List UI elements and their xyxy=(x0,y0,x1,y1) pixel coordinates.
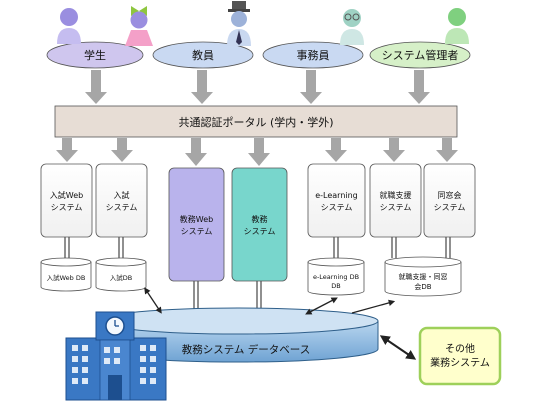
school-building-icon xyxy=(65,311,167,401)
teacher-icon xyxy=(227,1,251,46)
user-student-label: 学生 xyxy=(84,48,106,62)
system-shushoku: 就職支援 システム xyxy=(369,163,422,238)
db-elearning: e-Learning DB DB xyxy=(307,257,365,296)
db-sync-arrows xyxy=(144,287,417,360)
system-label: 就職支援 xyxy=(380,190,412,200)
system-label: システム xyxy=(321,203,353,212)
db-shushoku-dosokai: 就職支援・同窓 会DB xyxy=(384,256,462,297)
main-database: 教務システム データベース xyxy=(97,307,379,363)
admin-icon xyxy=(445,8,469,44)
user-admin-label: システム管理者 xyxy=(382,48,459,62)
system-label: システム xyxy=(51,203,83,212)
other-line1: その他 xyxy=(445,342,475,355)
system-label: システム xyxy=(244,227,276,236)
system-label: 教務Web xyxy=(180,214,213,224)
system-kyomu: 教務 システム xyxy=(231,167,288,282)
system-elearning: e-Learning システム xyxy=(307,163,366,238)
system-nyushi: 入試 システム xyxy=(95,163,148,238)
db-label: 入試DB xyxy=(110,273,132,282)
user-to-portal-arrows xyxy=(85,70,430,104)
other-line2: 業務システム xyxy=(430,356,490,369)
user-teacher-label: 教員 xyxy=(192,49,214,62)
clerk-icon xyxy=(340,9,364,45)
user-clerk: 事務員 xyxy=(262,41,364,69)
user-teacher: 教員 xyxy=(152,41,254,69)
main-db-label: 教務システム データベース xyxy=(182,343,311,356)
db-label: DB xyxy=(331,282,340,290)
db-label: e-Learning DB xyxy=(313,273,359,281)
system-label: システム xyxy=(106,203,138,212)
db-nyushi: 入試DB xyxy=(95,257,147,292)
system-label: 教務 xyxy=(252,214,268,224)
db-label: 入試Web DB xyxy=(47,273,86,282)
system-label: 入試 xyxy=(114,190,130,200)
user-admin: システム管理者 xyxy=(369,41,471,69)
db-nyushi-web: 入試Web DB xyxy=(40,257,92,292)
system-label: システム xyxy=(181,227,213,236)
female-student-icon xyxy=(125,6,153,46)
student-icon xyxy=(57,8,81,44)
system-dosokai: 同窓会 システム xyxy=(423,163,476,238)
portal-to-system-arrows xyxy=(56,138,458,166)
user-clerk-label: 事務員 xyxy=(297,48,330,62)
user-student: 学生 xyxy=(46,41,144,69)
system-label: e-Learning xyxy=(315,191,358,200)
db-label: 就職支援・同窓 xyxy=(399,272,448,281)
system-nyushi-web: 入試Web システム xyxy=(40,163,93,238)
auth-portal-bar: 共通認証ポータル (学内・学外) xyxy=(54,105,458,138)
system-label: 同窓会 xyxy=(438,190,462,200)
system-label: 入試Web xyxy=(50,190,83,200)
db-label: 会DB xyxy=(414,282,431,291)
other-systems-box: その他 業務システム xyxy=(418,326,502,386)
clock-icon xyxy=(105,316,125,336)
system-kyomu-web: 教務Web システム xyxy=(168,167,225,282)
system-label: システム xyxy=(380,203,412,212)
portal-label: 共通認証ポータル (学内・学外) xyxy=(178,115,333,129)
system-label: システム xyxy=(434,203,466,212)
